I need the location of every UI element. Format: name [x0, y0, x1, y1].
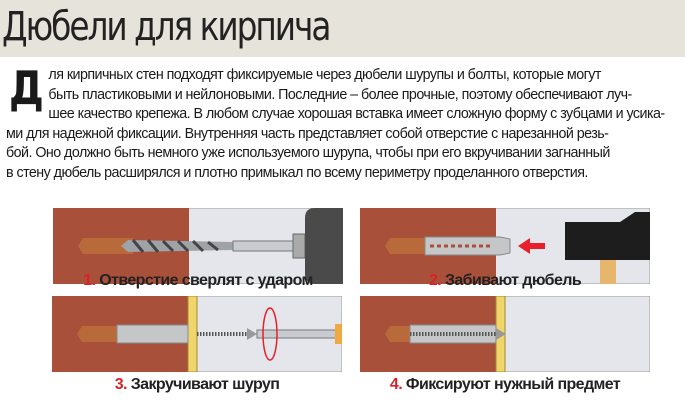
mounted-board	[187, 296, 198, 372]
rotation-arrow-icon	[262, 307, 278, 361]
drop-cap: Д	[9, 61, 44, 115]
intro-line: шее качество крепежа. В любом случае хор…	[48, 106, 665, 123]
drill-bit-icon	[121, 233, 306, 259]
step-1-illustration	[53, 208, 343, 284]
step-3-caption: 3. Закручивают шуруп	[114, 376, 280, 393]
drill-chuck-icon	[305, 208, 343, 284]
hammer-icon	[565, 212, 650, 260]
step-1-caption: 1. Отверстие сверлят с ударом	[83, 272, 313, 289]
step-2-illustration	[360, 208, 650, 284]
step-4-illustration	[360, 296, 650, 372]
intro-line: бой. Оно должно быть немного уже использ…	[6, 145, 610, 162]
title-bar: Дюбели для кирпича	[0, 0, 685, 57]
arrow-left-icon	[518, 238, 545, 254]
intro-line: в стену дюбель расширялся и плотно примы…	[6, 164, 588, 181]
intro-line: ля кирпичных стен подходят фиксируемые ч…	[48, 67, 601, 83]
step-4-caption: 4. Фиксируют нужный предмет	[389, 376, 621, 393]
step-3-illustration	[52, 296, 342, 372]
step-2-caption: 2. Забивают дюбель	[428, 272, 582, 289]
screwdriver-icon	[256, 329, 340, 339]
intro-line: быть пластиковыми и нейлоновыми. Последн…	[48, 86, 632, 103]
drilled-hole	[78, 238, 133, 254]
dowel-icon	[116, 324, 189, 344]
page-title: Дюбели для кирпича	[2, 4, 332, 50]
intro-paragraph: Д ля кирпичных стен подходят фиксируемые…	[6, 61, 680, 184]
intro-line: ми для надежной фиксации. Внутренняя час…	[6, 125, 609, 142]
